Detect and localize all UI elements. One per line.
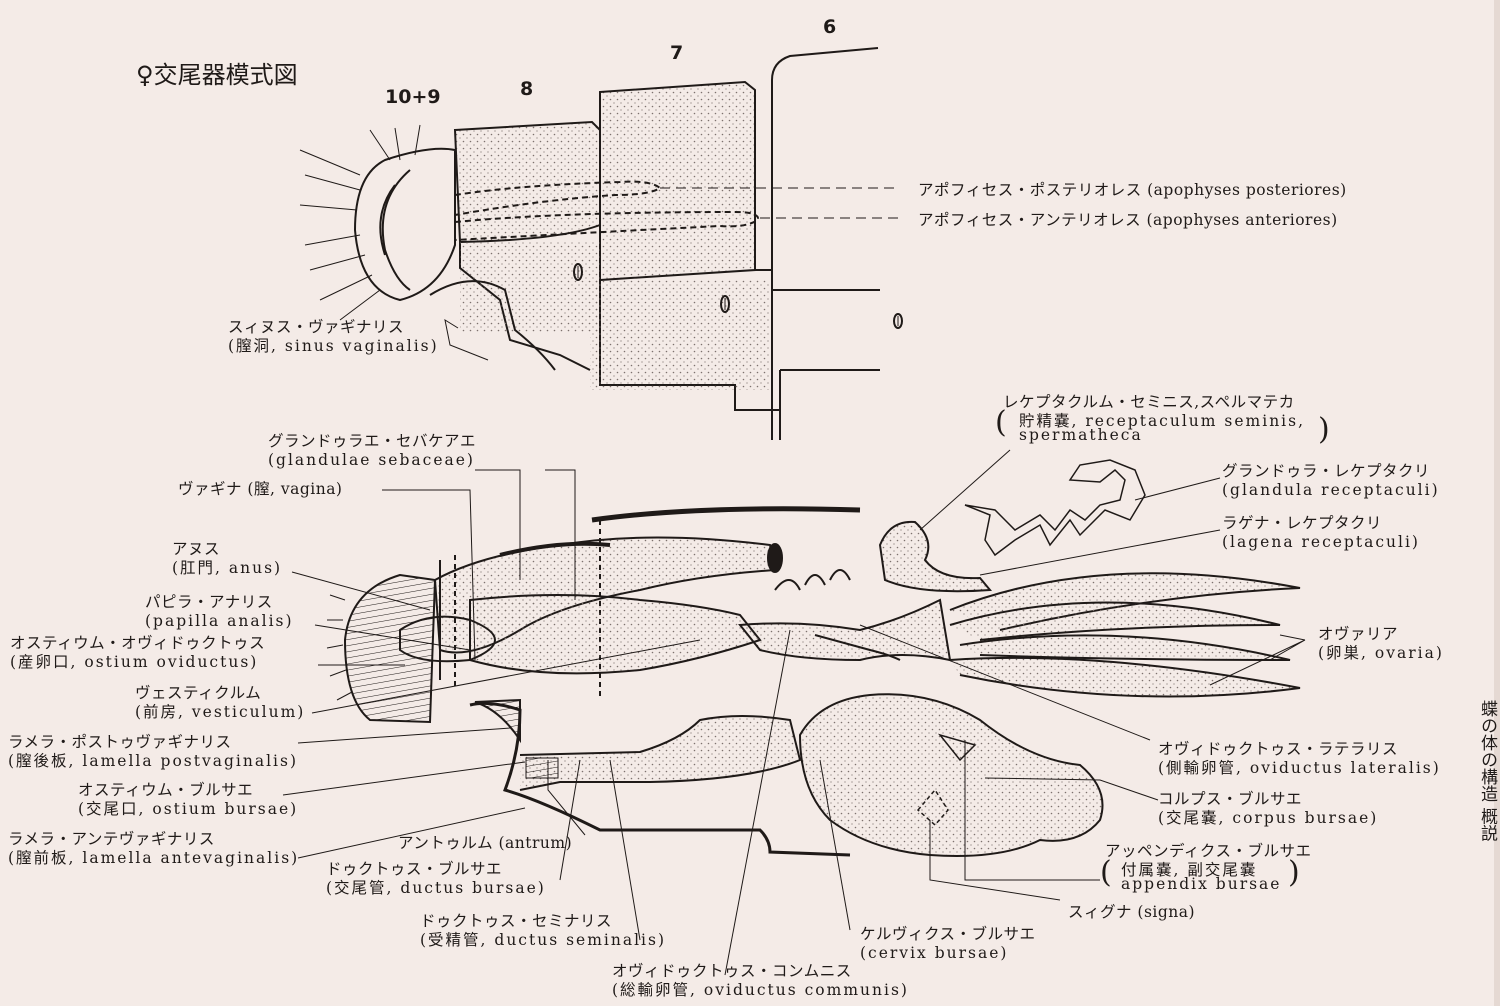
open-paren: ( [1100,855,1112,890]
label-apophyses-anteriores: アポフィセス・アンテリオレス (apophyses anteriores) [918,211,1338,229]
label-sinus-vaginalis: スィヌス・ヴァギナリス(膣洞, sinus vaginalis) [228,318,439,355]
label-oviductus-lateralis: オヴィドゥクトゥス・ラテラリス(側輸卵管, oviductus laterali… [1158,740,1441,777]
label-corpus-bursae: コルプス・ブルサエ(交尾嚢, corpus bursae) [1158,790,1379,827]
label-ductus-seminalis: ドゥクトゥス・セミナリス(受精管, ductus seminalis) [420,912,667,949]
label-ostium-oviductus: オスティウム・オヴィドゥクトゥス(産卵口, ostium oviductus) [10,634,266,671]
abdomen-segments [299,47,903,440]
page-edge [1494,0,1500,1006]
label-cervix-bursae: ケルヴィクス・ブルサエ(cervix bursae) [860,925,1036,962]
segment-label-7: 7 [670,42,684,64]
segment-label-6: 6 [823,16,837,38]
label-lagena-receptaculi: ラゲナ・レケプタクリ(lagena receptaculi) [1222,514,1420,551]
label-lamella-postvaginalis: ラメラ・ポストゥヴァギナリス(膣後板, lamella postvaginali… [8,733,299,770]
label-antrum: アントゥルム (antrum) [398,834,573,852]
segment-label-10-9: 10+9 [385,86,441,108]
label-glandula-receptaculi: グランドゥラ・レケプタクリ(glandula receptaculi) [1222,462,1440,499]
label-glandulae-sebaceae: グランドゥラエ・セバケアエ(glandulae sebaceae) [268,432,477,469]
label-vesticulum: ヴェスティクルム(前房, vesticulum) [135,684,306,721]
label-oviductus-communis: オヴィドゥクトゥス・コンムニス(総輸卵管, oviductus communis… [612,962,909,999]
label-ostium-bursae: オスティウム・ブルサエ(交尾口, ostium bursae) [78,781,299,818]
figure-title: ♀交尾器模式図 [136,61,298,89]
label-lamella-antevaginalis: ラメラ・アンテヴァギナリス(膣前板, lamella antevaginalis… [8,830,300,867]
segment-label-8: 8 [520,78,534,100]
internal-genitalia [282,318,1306,976]
label-receptaculum-seminis: レケプタクルム・セミニス,スペルマテカ 貯精嚢, receptaculum se… [1003,393,1306,445]
label-anus: アヌス(肛門, anus) [172,540,283,577]
label-signa: スィグナ (signa) [1068,903,1196,921]
page-bleed-text: 蝶の体の構造 概説 [1477,700,1497,842]
label-papilla-analis: パピラ・アナリス(papilla analis) [145,593,294,630]
label-ductus-bursae: ドゥクトゥス・ブルサエ(交尾管, ductus bursae) [326,860,546,897]
label-apophyses-posteriores: アポフィセス・ポステリオレス (apophyses posteriores) [918,181,1347,199]
close-paren: ) [1288,855,1300,890]
open-paren: ( [995,405,1007,440]
label-ovaria: オヴァリア(卵巣, ovaria) [1318,625,1444,662]
label-vagina: ヴァギナ (膣, vagina) [178,480,343,498]
label-appendix-bursae: アッペンディクス・ブルサエ 付属嚢, 副交尾嚢 appendix bursae [1105,842,1312,894]
close-paren: ) [1318,412,1330,447]
